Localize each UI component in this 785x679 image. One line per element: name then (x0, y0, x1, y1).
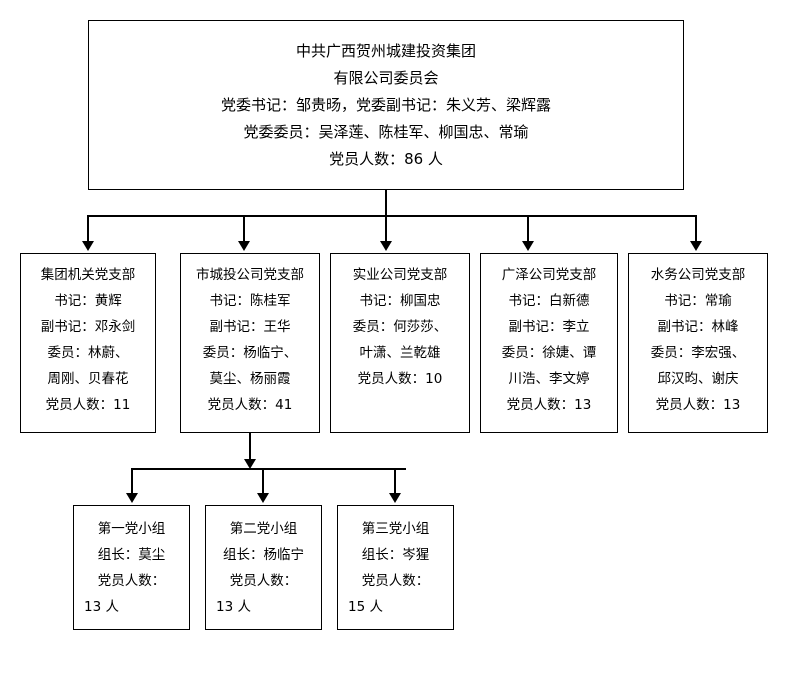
connector-group-1-drop (262, 468, 264, 495)
group-node-first[interactable]: 第一党小组 组长：莫尘 党员人数： 13 人 (73, 505, 190, 630)
connector-level2-bus (131, 468, 406, 470)
arrow-group-0 (126, 493, 138, 503)
branch-0-line-5: 周刚、贝春花 (47, 371, 129, 387)
group-0-line-2: 组长：莫尘 (97, 547, 166, 563)
connector-branch-1-drop (243, 215, 245, 243)
group-2-line-4: 15 人 (348, 599, 383, 615)
branch-1-line-1: 市城投公司党支部 (196, 267, 304, 283)
arrow-group-2 (389, 493, 401, 503)
group-0-line-1: 第一党小组 (97, 521, 166, 537)
arrow-branch-2 (380, 241, 392, 251)
connector-branch-0-drop (87, 215, 89, 243)
connector-root-stem (385, 190, 387, 215)
connector-branch1-stem (249, 433, 251, 461)
arrow-branch-0 (82, 241, 94, 251)
arrow-branch-4 (690, 241, 702, 251)
branch-3-line-1: 广泽公司党支部 (501, 267, 597, 283)
group-0-line-3: 党员人数： (97, 573, 166, 589)
branch-1-line-4: 委员：杨临宁、 (202, 345, 298, 361)
connector-group-2-drop (394, 468, 396, 495)
branch-0-line-3: 副书记：邓永剑 (40, 319, 136, 335)
branch-node-guangze[interactable]: 广泽公司党支部 书记：白新德 副书记：李立 委员：徐婕、谭 川浩、李文婷 党员人… (480, 253, 618, 433)
branch-0-line-2: 书记：黄辉 (54, 293, 122, 309)
branch-3-line-5: 川浩、李文婷 (508, 371, 590, 387)
group-2-line-1: 第三党小组 (361, 521, 430, 537)
party-committee-node[interactable]: 中共广西贺州城建投资集团 有限公司委员会 党委书记：邹贵旸，党委副书记：朱义芳、… (88, 20, 684, 190)
branch-3-line-6: 党员人数：13 (506, 397, 592, 413)
branch-1-line-6: 党员人数：41 (207, 397, 293, 413)
group-node-second[interactable]: 第二党小组 组长：杨临宁 党员人数： 13 人 (205, 505, 322, 630)
branch-0-line-6: 党员人数：11 (45, 397, 131, 413)
arrow-branch-1 (238, 241, 250, 251)
branch-0-line-4: 委员：林蔚、 (47, 345, 129, 361)
group-2-line-2: 组长：岑猩 (361, 547, 430, 563)
arrow-group-1 (257, 493, 269, 503)
group-1-line-1: 第二党小组 (229, 521, 298, 537)
branch-4-line-1: 水务公司党支部 (650, 267, 746, 283)
branch-node-shiye[interactable]: 实业公司党支部 书记：柳国忠 委员：何莎莎、 叶潇、兰乾雄 党员人数：10 (330, 253, 470, 433)
connector-branch-4-drop (695, 215, 697, 243)
branch-2-line-5: 党员人数：10 (357, 371, 443, 387)
branch-node-shuiwu[interactable]: 水务公司党支部 书记：常瑜 副书记：林峰 委员：李宏强、 邱汉昀、谢庆 党员人数… (628, 253, 768, 433)
branch-2-line-2: 书记：柳国忠 (359, 293, 441, 309)
branch-2-line-1: 实业公司党支部 (352, 267, 448, 283)
branch-node-shichengtou[interactable]: 市城投公司党支部 书记：陈桂军 副书记：王华 委员：杨临宁、 莫尘、杨丽霞 党员… (180, 253, 320, 433)
branch-1-line-3: 副书记：王华 (209, 319, 291, 335)
branch-4-line-2: 书记：常瑜 (664, 293, 732, 309)
branch-3-line-3: 副书记：李立 (508, 319, 590, 335)
branch-4-line-6: 党员人数：13 (655, 397, 741, 413)
branch-1-line-2: 书记：陈桂军 (209, 293, 291, 309)
root-line-3: 党委书记：邹贵旸，党委副书记：朱义芳、梁辉露 (220, 95, 551, 114)
connector-group-0-drop (131, 468, 133, 495)
branch-3-line-2: 书记：白新德 (508, 293, 590, 309)
group-1-line-3: 党员人数： (229, 573, 298, 589)
branch-3-line-4: 委员：徐婕、谭 (501, 345, 597, 361)
root-line-2: 有限公司委员会 (333, 68, 439, 87)
branch-4-line-4: 委员：李宏强、 (650, 345, 746, 361)
arrow-branch1-stem (244, 459, 256, 469)
arrow-branch-3 (522, 241, 534, 251)
branch-4-line-5: 邱汉昀、谢庆 (657, 371, 739, 387)
root-line-4: 党委委员：吴泽莲、陈桂军、柳国忠、常瑜 (243, 122, 529, 141)
group-0-line-4: 13 人 (84, 599, 119, 615)
branch-4-line-3: 副书记：林峰 (657, 319, 739, 335)
group-2-line-3: 党员人数： (361, 573, 430, 589)
group-1-line-2: 组长：杨临宁 (223, 547, 304, 563)
connector-branch-3-drop (527, 215, 529, 243)
branch-0-line-1: 集团机关党支部 (40, 267, 136, 283)
branch-1-line-5: 莫尘、杨丽霞 (209, 371, 291, 387)
connector-branch-2-drop (385, 215, 387, 243)
branch-2-line-3: 委员：何莎莎、 (352, 319, 448, 335)
group-1-line-4: 13 人 (216, 599, 251, 615)
branch-2-line-4: 叶潇、兰乾雄 (359, 345, 441, 361)
group-node-third[interactable]: 第三党小组 组长：岑猩 党员人数： 15 人 (337, 505, 454, 630)
connector-level1-bus (88, 215, 696, 217)
root-line-1: 中共广西贺州城建投资集团 (295, 41, 476, 60)
root-line-5: 党员人数：86 人 (329, 149, 443, 168)
branch-node-jituan-jiguan[interactable]: 集团机关党支部 书记：黄辉 副书记：邓永剑 委员：林蔚、 周刚、贝春花 党员人数… (20, 253, 156, 433)
